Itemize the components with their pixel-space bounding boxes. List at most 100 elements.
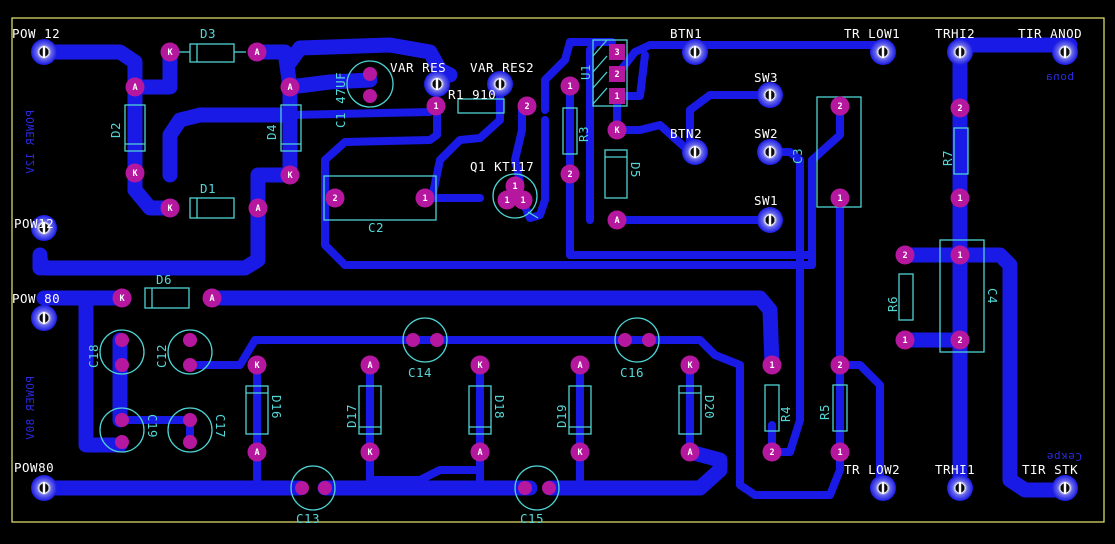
ref-c4: C4 (985, 288, 1000, 304)
component-pad (360, 355, 380, 375)
pad-marker (498, 78, 502, 90)
silkscreen (99, 39, 985, 511)
ref-d20: D20 (702, 395, 717, 419)
mirrored-text-right-top: bona (1046, 70, 1075, 83)
pin-label: 1 (902, 336, 907, 346)
component-pad (517, 96, 537, 116)
component-pad (830, 96, 850, 116)
component-pad (125, 77, 145, 97)
component-pad (112, 288, 132, 308)
pin-label: 2 (567, 170, 572, 180)
component-pad (247, 42, 267, 62)
component-pad (183, 435, 197, 449)
component-pad (325, 188, 345, 208)
pin-label: K (132, 169, 138, 179)
label-sw3: SW3 (754, 70, 778, 85)
ref-r5: R5 (817, 404, 832, 420)
component-pad (607, 120, 627, 140)
u1-pad (609, 44, 625, 60)
pad-marker (958, 482, 962, 494)
ref-d17: D17 (344, 404, 359, 428)
pin-label: 2 (614, 70, 619, 80)
pin-label: 2 (902, 251, 907, 261)
pad-marker (42, 482, 46, 494)
ref-c15: C15 (520, 511, 544, 526)
component-pad (950, 245, 970, 265)
component-pad (680, 355, 700, 375)
ref-r4: R4 (778, 406, 793, 422)
pin-label: 2 (332, 194, 337, 204)
label-pow12-top: POW 12 (12, 26, 60, 41)
component-pad (518, 481, 532, 495)
component-pad (542, 481, 556, 495)
label-tir-anod: TIR ANOD (1018, 26, 1082, 41)
component-pad (415, 188, 435, 208)
ref-c1: C1 47UF (333, 72, 348, 128)
component-pad (160, 42, 180, 62)
ref-d1: D1 (200, 181, 216, 196)
pin-label: 2 (957, 104, 962, 114)
component-pad (570, 442, 590, 462)
component-pad (115, 435, 129, 449)
component-pad (505, 176, 525, 196)
pad-marker (693, 46, 697, 58)
pin-label: 2 (837, 361, 842, 371)
ref-d4: D4 (264, 124, 279, 140)
ref-u1: U1 (578, 64, 593, 80)
pin-label: K (167, 48, 173, 58)
component-pad (125, 163, 145, 183)
ref-d5: D5 (628, 162, 643, 178)
label-pow80-top: POW 80 (12, 291, 60, 306)
component-pad (183, 413, 197, 427)
u1-pad (609, 88, 625, 104)
ref-r7: R7 (940, 150, 955, 166)
component-pad (160, 198, 180, 218)
pin-label: A (477, 448, 482, 458)
ref-c14: C14 (408, 365, 432, 380)
component-pad (183, 333, 197, 347)
mirrored-text-left-bottom: POWER 80V (24, 376, 37, 440)
pin-label: K (687, 361, 693, 371)
ref-c3: C3 (790, 148, 805, 164)
pin-label: 1 (614, 92, 619, 102)
label-tr-low2: TR LOW2 (844, 462, 900, 477)
pin-label: A (254, 448, 259, 458)
component-pad (830, 188, 850, 208)
pad-marker (42, 222, 46, 234)
ref-c18: C18 (86, 344, 101, 368)
pin-label: 2 (957, 336, 962, 346)
mirrored-text-left-top: POWER 12V (24, 110, 37, 174)
pad-marker (42, 46, 46, 58)
component-pad (950, 330, 970, 350)
pin-label: 1 (567, 82, 572, 92)
component-pad (363, 67, 377, 81)
pin-label: K (477, 361, 483, 371)
pin-label: A (614, 216, 619, 226)
pad-marker (881, 46, 885, 58)
ref-d19: D19 (554, 404, 569, 428)
pin-label: K (119, 294, 125, 304)
component-pad (618, 333, 632, 347)
pads (31, 39, 1078, 501)
pad-marker (881, 482, 885, 494)
pin-label: A (287, 83, 292, 93)
ref-d18: D18 (492, 395, 507, 419)
pin-label: 1 (504, 196, 509, 206)
ref-r6: R6 (885, 296, 900, 312)
component-pad (560, 76, 580, 96)
component-pad (762, 355, 782, 375)
component-pad (247, 355, 267, 375)
component-pad (406, 333, 420, 347)
label-sw2: SW2 (754, 126, 778, 141)
component-pad (280, 165, 300, 185)
component-pad (280, 77, 300, 97)
label-trhi1: TRHI1 (935, 462, 975, 477)
pin-label: K (577, 448, 583, 458)
pin-label: 2 (524, 102, 529, 112)
component-pad (115, 333, 129, 347)
component-pad (570, 355, 590, 375)
label-var-res2: VAR RES2 (470, 60, 534, 75)
pin-label: A (577, 361, 582, 371)
label-sw1: SW1 (754, 193, 778, 208)
